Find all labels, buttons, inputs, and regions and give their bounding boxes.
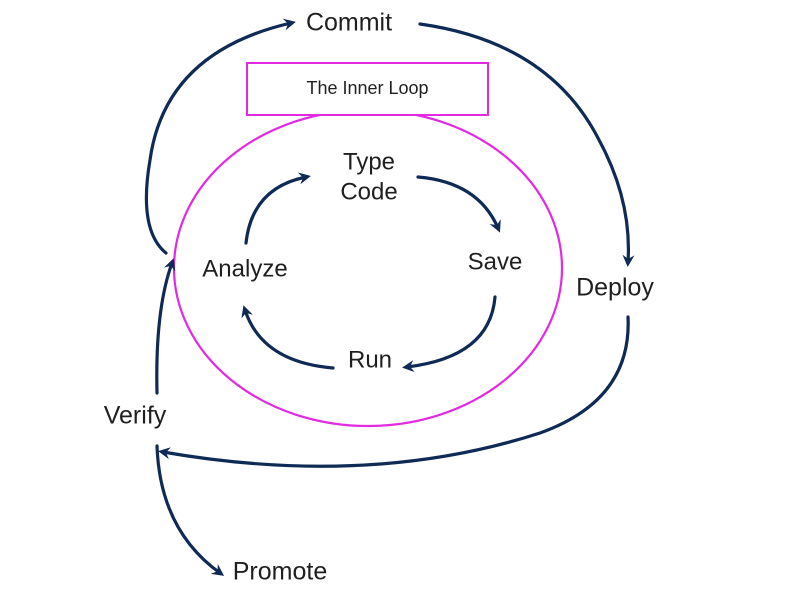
node-commit: Commit — [306, 9, 392, 37]
node-deploy: Deploy — [576, 274, 654, 302]
arrow-run-to-analyze — [241, 305, 335, 370]
arrow-verify-to-promote — [155, 444, 225, 576]
node-code: Code — [340, 178, 397, 205]
arrow-verify-to-loop — [155, 258, 176, 395]
arrow-commit-to-deploy — [418, 22, 635, 267]
arrow-loop-to-commit — [144, 18, 296, 255]
node-analyze: Analyze — [202, 255, 287, 282]
node-save: Save — [468, 248, 523, 275]
node-run: Run — [348, 346, 392, 373]
node-promote: Promote — [233, 558, 327, 586]
node-type: Type — [343, 148, 395, 175]
node-verify: Verify — [104, 402, 167, 430]
arrow-code-to-save — [416, 175, 501, 233]
arrow-deploy-to-verify — [158, 315, 630, 468]
arrow-save-to-run — [402, 295, 497, 373]
arrow-analyze-to-type — [244, 172, 311, 245]
inner-loop-title: The Inner Loop — [306, 78, 428, 98]
inner-loop-title-box — [246, 62, 489, 116]
